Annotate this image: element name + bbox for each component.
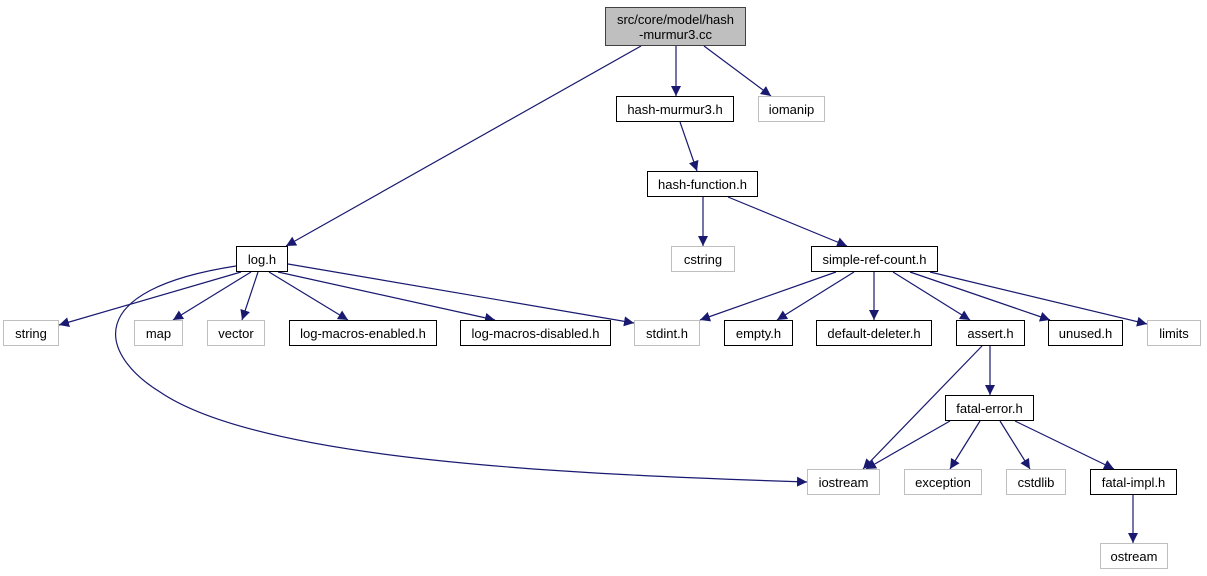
node-iostream: iostream <box>807 469 880 495</box>
edge-simple-ref-count-h-to-assert-h <box>892 271 971 321</box>
node-hash-function-h[interactable]: hash-function.h <box>647 171 758 197</box>
edge-simple-ref-count-h-to-limits <box>929 271 1148 327</box>
node-simple-ref-count-h[interactable]: simple-ref-count.h <box>811 246 938 272</box>
edge-hash-murmur3-h-to-hash-function-h <box>679 121 699 172</box>
root-file-line2: -murmur3.cc <box>639 26 712 42</box>
edge-fatal-error-h-to-cstdlib <box>999 420 1031 470</box>
node-root-file: src/core/model/hash -murmur3.cc <box>605 7 746 46</box>
edge-log-h-to-log-macros-enabled-h <box>268 271 349 321</box>
node-log-h[interactable]: log.h <box>236 246 288 272</box>
node-fatal-error-h[interactable]: fatal-error.h <box>945 395 1034 421</box>
node-cstdlib: cstdlib <box>1006 469 1066 495</box>
node-limits: limits <box>1147 320 1201 346</box>
node-iomanip: iomanip <box>758 96 825 122</box>
node-unused-h[interactable]: unused.h <box>1048 320 1123 346</box>
node-fatal-impl-h[interactable]: fatal-impl.h <box>1090 469 1177 495</box>
edge-log-h-to-stdint-h <box>287 263 635 327</box>
node-exception: exception <box>904 469 982 495</box>
node-map: map <box>134 320 183 346</box>
edge-log-h-to-vector <box>240 271 259 321</box>
edge-simple-ref-count-h-to-empty-h <box>776 271 855 321</box>
node-default-deleter-h[interactable]: default-deleter.h <box>816 320 932 346</box>
edge-root-to-log-h <box>285 45 642 247</box>
edge-log-h-to-log-macros-disabled-h <box>277 271 496 323</box>
edge-simple-ref-count-h-to-stdint-h <box>699 271 837 322</box>
edge-root-to-iomanip <box>703 45 772 97</box>
edge-log-h-to-iostream <box>115 265 808 487</box>
node-string: string <box>3 320 59 346</box>
edge-fatal-error-h-to-iostream <box>865 420 951 470</box>
edge-simple-ref-count-h-to-unused-h <box>909 271 1051 322</box>
edge-assert-h-to-iostream <box>862 345 983 470</box>
node-cstring: cstring <box>671 246 735 272</box>
node-hash-murmur3-h[interactable]: hash-murmur3.h <box>616 96 734 122</box>
node-vector: vector <box>207 320 265 346</box>
root-file-line1: src/core/model/hash <box>616 11 735 27</box>
node-log-macros-enabled-h[interactable]: log-macros-enabled.h <box>289 320 437 346</box>
node-empty-h[interactable]: empty.h <box>724 320 793 346</box>
node-log-macros-disabled-h[interactable]: log-macros-disabled.h <box>460 320 611 346</box>
edge-log-h-to-string <box>58 271 242 328</box>
node-ostream: ostream <box>1100 543 1168 569</box>
edge-fatal-error-h-to-exception <box>949 420 981 470</box>
node-stdint-h: stdint.h <box>634 320 700 346</box>
edge-hash-function-h-to-simple-ref-count-h <box>727 196 848 247</box>
edge-fatal-error-h-to-fatal-impl-h <box>1014 420 1115 470</box>
node-assert-h[interactable]: assert.h <box>956 320 1025 346</box>
edge-log-h-to-map <box>172 271 252 321</box>
